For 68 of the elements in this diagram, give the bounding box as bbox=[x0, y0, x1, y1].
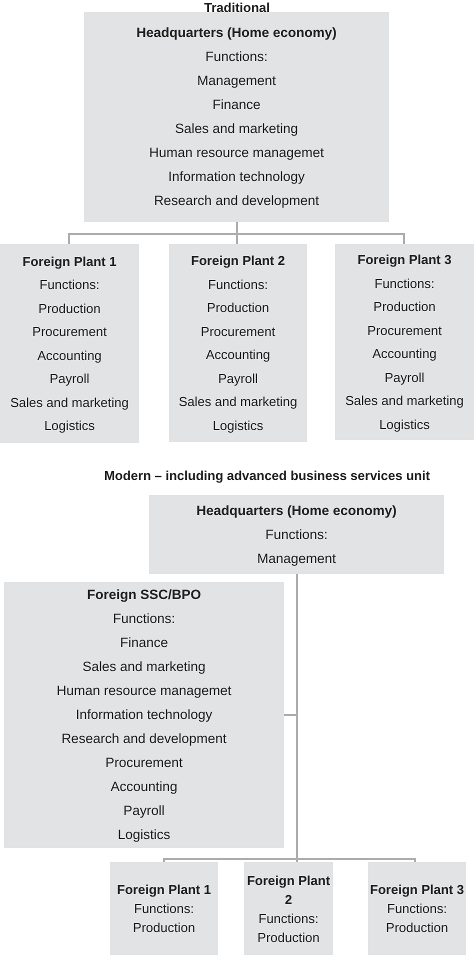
function-item: Information technology bbox=[168, 168, 305, 186]
unit-title: Foreign Plant 1 bbox=[117, 881, 211, 899]
section-heading: Traditional bbox=[203, 0, 271, 15]
function-item: Management bbox=[257, 550, 336, 568]
function-item: Production bbox=[257, 928, 320, 946]
function-item: Human resource managemet bbox=[56, 682, 232, 700]
function-item: Payroll bbox=[123, 802, 165, 820]
unit-title: Foreign SSC/BPO bbox=[86, 586, 201, 604]
unit-title: Headquarters (Home economy) bbox=[136, 24, 337, 42]
org-unit-box bbox=[4, 582, 284, 848]
function-item: Functions: bbox=[208, 276, 268, 294]
function-item: Procurement bbox=[105, 754, 183, 772]
function-item: Accounting bbox=[37, 346, 102, 365]
function-item: Logistics bbox=[44, 417, 95, 435]
function-item: Research and development bbox=[154, 192, 320, 210]
function-item: Sales and marketing bbox=[178, 393, 298, 411]
function-item: Production bbox=[38, 300, 101, 318]
function-item: Accounting bbox=[372, 345, 437, 363]
function-item: Production bbox=[373, 298, 436, 316]
unit-title: Foreign Plant 3 bbox=[358, 251, 452, 269]
unit-title: Headquarters (Home economy) bbox=[196, 502, 397, 520]
org-unit-box bbox=[335, 244, 474, 440]
function-item: Payroll bbox=[50, 370, 90, 388]
function-item: Management bbox=[197, 72, 276, 90]
function-item: Sales and marketing bbox=[10, 394, 129, 412]
function-item: Logistics bbox=[118, 826, 170, 844]
function-item: Functions: bbox=[205, 48, 268, 66]
function-item: Finance bbox=[120, 634, 168, 652]
function-item: Sales and marketing bbox=[345, 392, 464, 410]
function-item: Functions: bbox=[112, 610, 176, 628]
org-unit-box bbox=[169, 244, 307, 442]
function-item: Payroll bbox=[384, 368, 424, 387]
function-item: Functions: bbox=[134, 900, 194, 918]
unit-title: Foreign Plant 3 bbox=[370, 881, 464, 899]
function-item: Procurement bbox=[367, 322, 442, 340]
function-item: Procurement bbox=[32, 323, 107, 341]
unit-title: Foreign Plant 2 bbox=[191, 252, 285, 270]
function-item: Accounting bbox=[110, 778, 178, 796]
org-unit-box bbox=[149, 495, 444, 574]
function-item: Logistics bbox=[379, 416, 430, 434]
function-item: Functions: bbox=[387, 900, 447, 918]
function-item: Production bbox=[206, 299, 270, 317]
org-unit-box bbox=[368, 862, 466, 955]
unit-title: Foreign Plant 2 bbox=[246, 872, 331, 908]
function-item: Production bbox=[132, 919, 196, 937]
function-item: Functions: bbox=[40, 276, 100, 294]
function-item: Procurement bbox=[200, 322, 276, 340]
org-unit-box bbox=[84, 12, 389, 222]
function-item: Information technology bbox=[76, 706, 212, 724]
function-item: Sales and marketing bbox=[82, 658, 206, 676]
function-item: Finance bbox=[212, 96, 261, 114]
function-item: Research and development bbox=[61, 730, 227, 748]
function-item: Accounting bbox=[206, 346, 270, 364]
org-unit-box bbox=[244, 862, 333, 955]
function-item: Human resource managemet bbox=[149, 144, 324, 162]
section-heading: Modern – including advanced business services unit bbox=[103, 468, 431, 483]
function-item: Logistics bbox=[212, 416, 264, 435]
function-item: Functions: bbox=[258, 910, 318, 928]
function-item: Functions: bbox=[265, 526, 328, 544]
connector-line bbox=[296, 574, 416, 862]
function-item: Production bbox=[386, 919, 448, 937]
function-item: Functions: bbox=[374, 274, 434, 292]
connector-line bbox=[236, 222, 405, 244]
function-item: Sales and marketing bbox=[174, 120, 298, 138]
org-unit-box bbox=[110, 862, 218, 955]
org-unit-box bbox=[0, 244, 139, 443]
unit-title: Foreign Plant 1 bbox=[22, 252, 116, 271]
function-item: Payroll bbox=[218, 370, 258, 388]
